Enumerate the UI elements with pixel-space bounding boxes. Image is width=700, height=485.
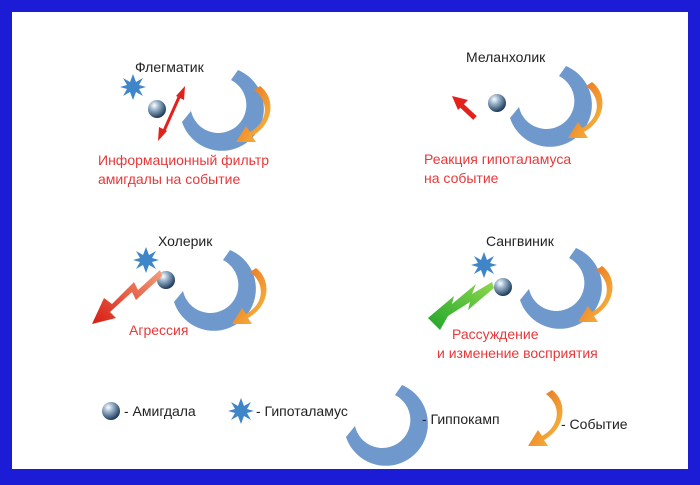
legend-amygdala-icon — [102, 402, 120, 420]
title-phlegmatic: Флегматик — [135, 59, 205, 75]
legend-amygdala-label: - Амигдала — [124, 403, 196, 419]
amygdala-ball — [488, 94, 506, 112]
quadrant-phlegmatic: Флегматик Информационный фильтр амигдалы… — [98, 59, 271, 187]
legend-hippocampus-label: - Гиппокамп — [422, 411, 500, 427]
caption-phlegmatic-2: амигдалы на событие — [98, 171, 240, 187]
quadrant-melancholic: Меланхолик Реакция гипоталамуса на событ… — [424, 49, 603, 186]
legend-event-icon — [528, 390, 563, 446]
red-double-arrow — [158, 86, 185, 141]
caption-sanguine-1: Рассуждение — [452, 326, 539, 342]
caption-sanguine-2: и изменение восприятия — [437, 345, 598, 361]
caption-choleric: Агрессия — [129, 322, 188, 338]
legend-hypothalamus-label: - Гипоталамус — [256, 403, 348, 419]
red-lightning-arrow — [92, 270, 162, 324]
amygdala-ball — [148, 100, 166, 118]
quadrant-choleric: Холерик Агрессия — [92, 233, 267, 338]
caption-phlegmatic-1: Информационный фильтр — [98, 152, 269, 168]
amygdala-ball — [494, 278, 512, 296]
legend-hypothalamus-icon — [228, 398, 254, 424]
title-choleric: Холерик — [158, 233, 213, 249]
quadrant-sanguine: Сангвиник Рассуждение и изменение воспри… — [428, 233, 613, 361]
legend-hippocampus-icon — [346, 385, 428, 466]
hypothalamus-star — [133, 247, 159, 273]
legend: - Амигдала - Гипоталамус - Гиппокамп - С… — [102, 385, 628, 466]
caption-melancholic-1: Реакция гипоталамуса — [424, 151, 571, 167]
red-arrow — [452, 96, 477, 120]
hypothalamus-star — [120, 74, 146, 100]
title-melancholic: Меланхолик — [466, 49, 546, 65]
green-lightning-arrow — [428, 282, 494, 330]
legend-event-label: - Событие — [561, 416, 628, 432]
title-sanguine: Сангвиник — [486, 233, 555, 249]
caption-melancholic-2: на событие — [424, 170, 499, 186]
hypothalamus-star — [471, 252, 497, 278]
